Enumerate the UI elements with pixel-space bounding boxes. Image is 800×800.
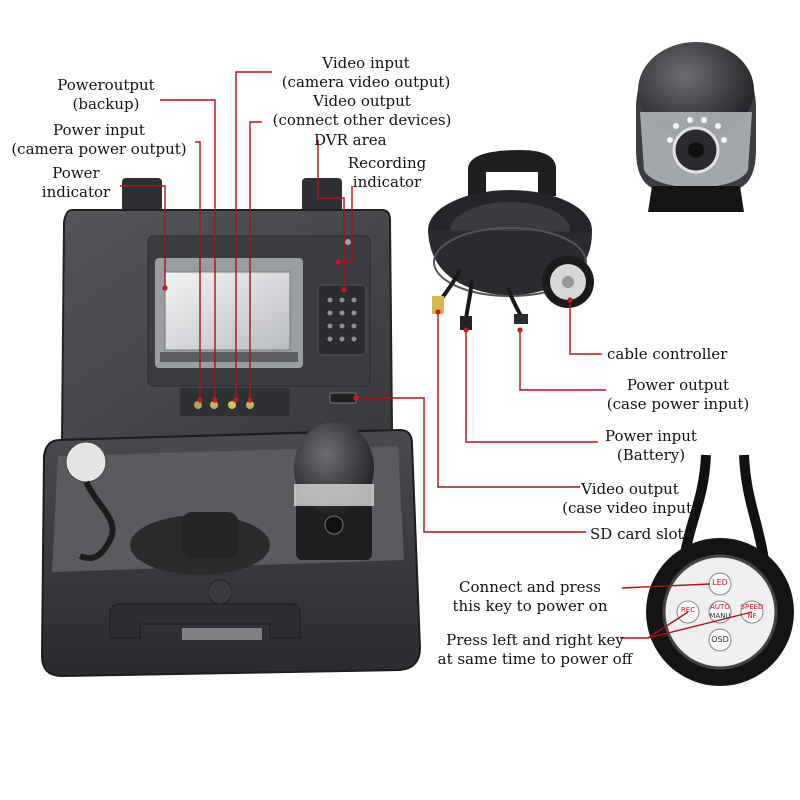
label-line: (backup) [72, 95, 140, 113]
label-line: Connect and press [459, 578, 601, 596]
label-power-input-camera: Power input (camera power output) [4, 121, 194, 159]
key-rec: REC [680, 606, 696, 614]
label-video-output-case: Video output (case video input) [560, 480, 700, 518]
label-line: indicator [41, 183, 111, 201]
label-line: (case power input) [606, 395, 750, 413]
label-video-output-devices: Video output (connect other devices) [262, 92, 462, 130]
label-line: at same time to power off [437, 650, 633, 668]
camera-head [636, 42, 756, 212]
case-camera [294, 422, 374, 560]
label-line: Video output [581, 480, 679, 498]
label-poweroutput-backup: Poweroutput (backup) [46, 76, 166, 114]
controller-closeup [646, 454, 794, 686]
cable-reel [428, 150, 594, 330]
label-line: Press left and right key [446, 631, 624, 649]
connector-ports [194, 401, 254, 409]
label-line: Power input [605, 427, 697, 445]
key-speed: SPEED [740, 603, 764, 611]
monitor [155, 258, 303, 368]
case-base [40, 422, 422, 678]
label-line: (connect other devices) [272, 111, 452, 129]
label-sd-card-slot: SD card slot [590, 525, 684, 543]
case-lid [60, 178, 394, 442]
key-led: LED [712, 578, 728, 587]
label-line: indicator [352, 173, 422, 191]
label-line: Video output [313, 92, 411, 110]
label-recording-indicator: Recording indicator [340, 154, 434, 192]
label-line: Power [52, 164, 100, 182]
key-nf: NF [747, 612, 757, 620]
label-line: (Battery) [616, 446, 686, 464]
dvr-keypad [317, 239, 367, 356]
label-line: Poweroutput [57, 76, 155, 94]
label-line: (camera video output) [281, 73, 451, 91]
label-line: Video input [322, 54, 410, 72]
label-cable-controller: cable controller [607, 345, 728, 363]
label-line: Power output [626, 376, 730, 394]
label-power-input-battery: Power input (Battery) [594, 427, 708, 465]
key-auto: AUTO [710, 603, 730, 611]
label-power-output-case: Power output (case power input) [598, 376, 758, 414]
key-manu: MANU [709, 612, 731, 620]
label-dvr-area: DVR area [314, 131, 387, 149]
label-line: (camera power output) [11, 140, 187, 158]
label-line: this key to power on [452, 597, 608, 615]
key-osd: OSD [711, 635, 729, 644]
label-connect-press: Connect and press this key to power on [440, 578, 620, 616]
leader-lines [120, 71, 753, 639]
label-video-input: Video input (camera video output) [272, 54, 460, 92]
label-line: Recording [347, 154, 427, 172]
label-power-indicator: Power indicator [30, 164, 122, 202]
label-press-left-right: Press left and right key at same time to… [420, 631, 650, 669]
label-line: Power input [53, 121, 145, 139]
label-line: (case video input) [562, 499, 698, 517]
